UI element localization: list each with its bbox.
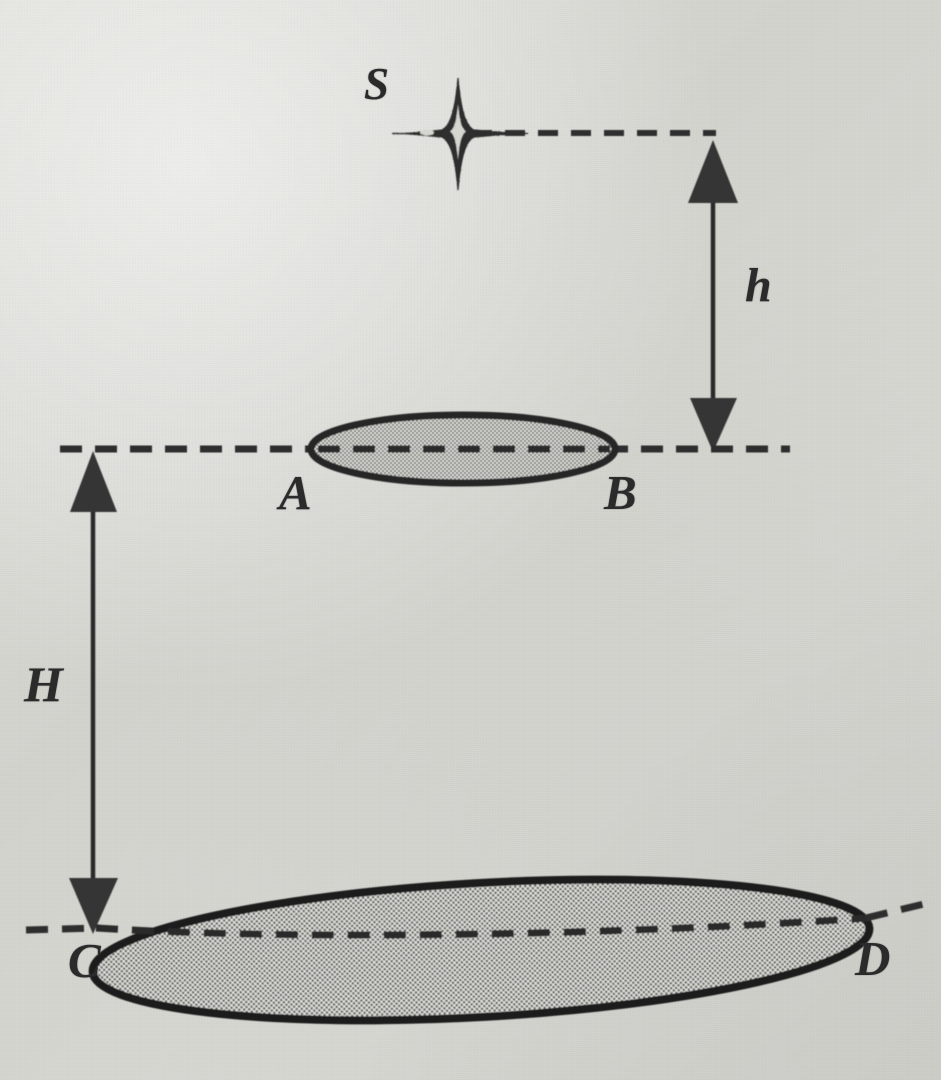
label-height-H: H — [24, 656, 63, 712]
small-disc-AB — [307, 411, 619, 487]
label-point-A: A — [279, 465, 312, 520]
arrow-down-icon — [690, 398, 737, 452]
four-point-star-icon — [391, 77, 529, 191]
label-point-D: D — [855, 931, 891, 986]
arrow-up-icon — [70, 451, 117, 512]
bottom-dashed-line-left — [25, 924, 101, 934]
label-height-h: h — [745, 259, 772, 312]
arrow-up-icon — [688, 140, 738, 203]
arrow-down-icon — [69, 878, 118, 934]
label-point-C: C — [68, 933, 101, 988]
bottom-dashed-line-right — [865, 899, 929, 922]
height-H-dimension-arrow — [69, 451, 118, 934]
height-h-dimension-arrow — [688, 140, 738, 452]
label-source-S: S — [364, 59, 390, 109]
large-disc-CD — [25, 875, 929, 1025]
label-point-B: B — [604, 465, 637, 520]
